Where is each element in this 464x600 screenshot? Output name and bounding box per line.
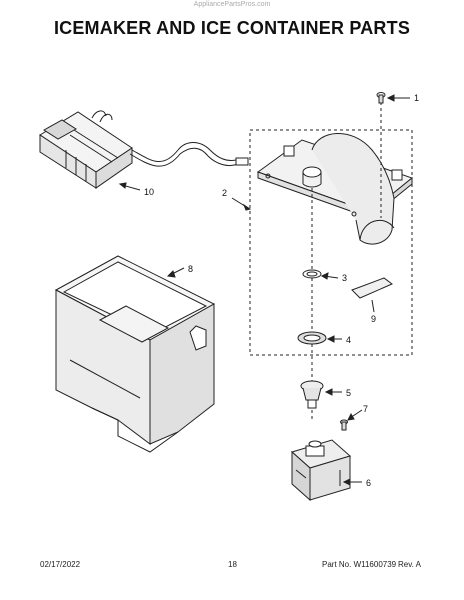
footer-part-number: Part No. W11600739 — [322, 560, 397, 569]
screw-part-1 — [376, 92, 410, 104]
dispenser-housing — [256, 102, 414, 420]
oring-part-3 — [302, 269, 339, 280]
seal-part-9 — [351, 277, 393, 313]
callout-8: 8 — [188, 264, 193, 274]
coupler-part-5 — [300, 380, 342, 409]
footer-date: 02/17/2022 — [40, 560, 81, 569]
footer-revision: Rev. A — [398, 560, 421, 569]
bearing-part-4 — [297, 331, 342, 345]
watermark: AppliancePartsPros.com — [193, 1, 271, 8]
callout-10: 10 — [144, 187, 154, 197]
ice-dispenser-group-outline — [231, 129, 413, 356]
callout-7: 7 — [363, 404, 368, 414]
callout-6: 6 — [366, 478, 371, 488]
callout-1: 1 — [414, 93, 419, 103]
callout-labels: 1 2 3 4 5 6 7 8 9 10 — [144, 93, 419, 488]
footer-page-number: 18 — [228, 560, 237, 569]
ice-bin-part-8 — [54, 255, 216, 453]
callout-4: 4 — [346, 335, 351, 345]
callout-9: 9 — [371, 314, 376, 324]
icemaker-assembly — [39, 110, 249, 191]
screw-part-7 — [340, 409, 363, 431]
callout-5: 5 — [346, 388, 351, 398]
callout-2: 2 — [222, 188, 227, 198]
callout-3: 3 — [342, 273, 347, 283]
page-title: ICEMAKER AND ICE CONTAINER PARTS — [53, 18, 411, 38]
auger-motor-part-6 — [290, 439, 362, 502]
